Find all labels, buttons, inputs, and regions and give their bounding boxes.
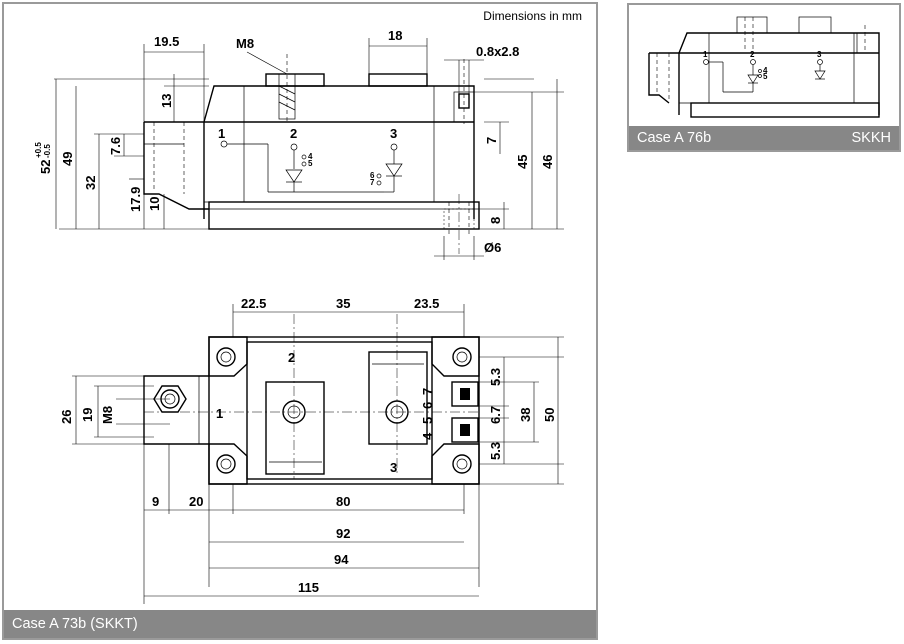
top-pin-6: 6 <box>420 402 435 409</box>
dim-5-3-bottom: 5.3 <box>488 442 503 460</box>
dim-115: 115 <box>298 580 319 595</box>
side-circuit <box>220 140 403 193</box>
dim-20: 20 <box>189 494 203 509</box>
side-pin-4: 4 <box>308 152 313 161</box>
dim-92: 92 <box>336 526 350 541</box>
variant-caption-left: Case A 76b <box>637 130 712 146</box>
dim-35: 35 <box>336 296 350 311</box>
side-pin-7: 7 <box>370 178 375 187</box>
dim-22-5: 22.5 <box>241 296 266 311</box>
side-pin-2: 2 <box>290 126 297 141</box>
dim-26: 26 <box>59 410 74 424</box>
dim-17-9: 17.9 <box>128 187 143 212</box>
variant-side-view: 1 2 3 4 5 <box>648 16 880 118</box>
variant-body <box>678 32 880 115</box>
top-inner-frame <box>246 341 433 480</box>
side-view: 1 2 3 4 5 6 7 <box>34 28 564 260</box>
dim-50: 50 <box>542 408 557 422</box>
dim-19: 19 <box>80 408 95 422</box>
dim-0-8x2-8: 0.8x2.8 <box>476 44 519 59</box>
dim-94: 94 <box>334 552 349 567</box>
dim-49: 49 <box>60 152 75 166</box>
variant-pin-2: 2 <box>750 50 755 59</box>
dim-52: 52 <box>38 160 53 174</box>
side-pin-5: 5 <box>308 159 313 168</box>
top-pin-5: 5 <box>420 417 435 424</box>
side-dimensions <box>54 38 564 260</box>
top-pin-2: 2 <box>288 350 295 365</box>
dim-10: 10 <box>147 197 162 211</box>
dim-7-right: 7 <box>484 137 499 144</box>
main-drawing-panel: Dimensions in mm <box>2 2 598 640</box>
side-pin-3: 3 <box>390 126 397 141</box>
dim-52-tol-minus: -0.5 <box>43 144 52 158</box>
terminal-2-pad <box>265 381 325 475</box>
top-pin-3: 3 <box>390 460 397 475</box>
variant-caption: Case A 76b SKKH <box>629 126 899 150</box>
variant-drawing-panel: 1 2 3 4 5 Case A 76b SKKH <box>627 3 901 152</box>
variant-pin-5: 5 <box>763 72 768 81</box>
top-pin-7: 7 <box>420 388 435 395</box>
dim-52-tol-plus: +0.5 <box>34 142 43 158</box>
dim-32: 32 <box>83 176 98 190</box>
dim-5-3-top: 5.3 <box>488 368 503 386</box>
variant-pin-1: 1 <box>703 50 708 59</box>
dim-8: 8 <box>488 217 503 224</box>
dim-13: 13 <box>159 94 174 108</box>
terminal-block-right <box>368 73 428 87</box>
top-housing <box>208 336 480 485</box>
variant-caption-right: SKKH <box>851 130 892 146</box>
dim-80: 80 <box>336 494 350 509</box>
dim-46: 46 <box>540 155 555 169</box>
dim-dia-6: Ø6 <box>484 240 501 255</box>
dim-m8-top: M8 <box>100 406 115 424</box>
top-pin-4: 4 <box>420 432 435 440</box>
dim-18: 18 <box>388 28 402 43</box>
dim-19-5: 19.5 <box>154 34 179 49</box>
base-plate <box>208 201 480 230</box>
dim-38: 38 <box>518 408 533 422</box>
dimensions-note: Dimensions in mm <box>483 9 582 23</box>
top-view: 2 1 3 7 6 5 4 <box>59 296 564 604</box>
dim-23-5: 23.5 <box>414 296 439 311</box>
top-pin-1: 1 <box>216 406 223 421</box>
top-dimensions <box>72 304 564 604</box>
dim-9: 9 <box>152 494 159 509</box>
dim-m8-side: M8 <box>236 36 254 51</box>
dim-7-6: 7.6 <box>108 137 123 155</box>
main-caption: Case A 73b (SKKT) <box>4 610 596 638</box>
variant-pin-4: 4 <box>763 66 768 75</box>
variant-pin-3: 3 <box>817 50 822 59</box>
terminal-3-pad <box>368 351 428 445</box>
side-pin-6: 6 <box>370 171 375 180</box>
main-caption-text: Case A 73b (SKKT) <box>12 616 138 632</box>
dim-45: 45 <box>515 155 530 169</box>
side-pin-1: 1 <box>218 126 225 141</box>
body-outline <box>203 85 475 219</box>
dim-6-7: 6.7 <box>488 406 503 424</box>
side-and-top-view-drawing: 1 2 3 4 5 6 7 <box>34 28 564 604</box>
